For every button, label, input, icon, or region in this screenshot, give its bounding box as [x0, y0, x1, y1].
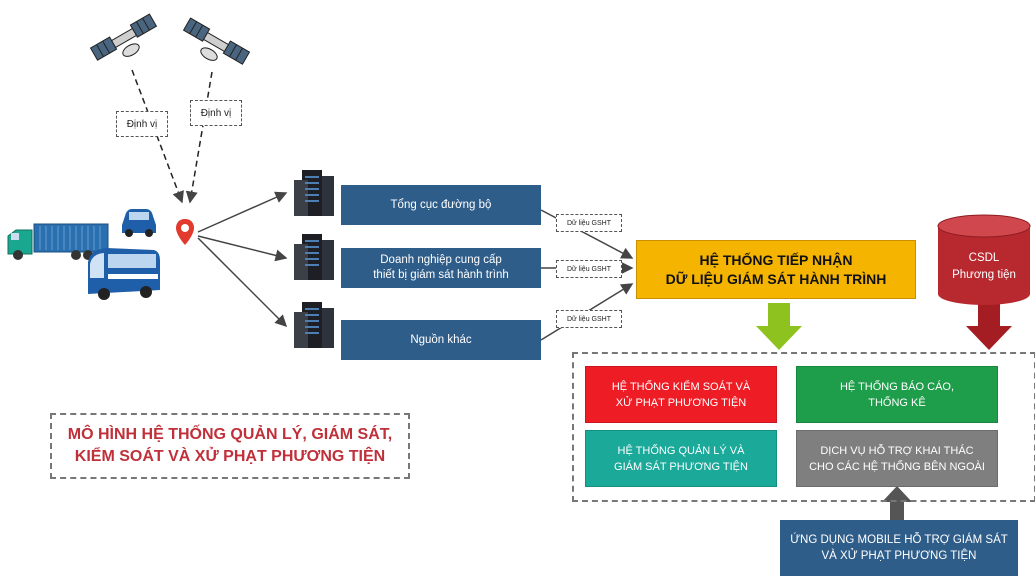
- core-receiving-system: HỆ THỐNG TIẾP NHẬN DỮ LIỆU GIÁM SÁT HÀNH…: [636, 240, 916, 299]
- source-label: Tổng cục đường bộ: [390, 198, 492, 211]
- satellite-icon: [89, 13, 158, 61]
- database-icon: [937, 214, 1031, 305]
- sat-line-2: [185, 71, 213, 204]
- subsystem-label: HỆ THỐNG BÁO CÁO,: [839, 380, 955, 393]
- source-label: Doanh nghiệp cung cấp: [380, 254, 502, 266]
- database-label-line: CSDL: [968, 252, 1000, 264]
- subsystem-label: XỬ PHẠT PHƯƠNG TIỆN: [615, 396, 747, 409]
- grey-up-arrow: [882, 486, 912, 520]
- subsystem-label: DỊCH VỤ HỖ TRỢ KHAI THÁC: [820, 444, 974, 457]
- data-tag: Dữ liệu GSHT: [556, 260, 622, 278]
- title-line: KIỂM SOÁT VÀ XỬ PHẠT PHƯƠNG TIỆN: [74, 448, 386, 465]
- mobile-label: VÀ XỬ PHẠT PHƯƠNG TIỆN: [821, 550, 977, 562]
- bus-icon: [88, 248, 160, 300]
- core-title-line: HỆ THỐNG TIẾP NHẬN: [699, 251, 853, 268]
- source-label: thiết bị giám sát hành trình: [373, 269, 509, 281]
- pin-arrow-1: [197, 191, 288, 233]
- database-label-line: Phương tiện: [952, 269, 1016, 281]
- subsystem-label: CHO CÁC HỆ THỐNG BÊN NGOÀI: [809, 460, 985, 473]
- red-down-arrow: [966, 303, 1012, 350]
- server-icon: [294, 302, 334, 348]
- pin-arrow-2: [197, 235, 288, 262]
- title-line: MÔ HÌNH HỆ THỐNG QUẢN LÝ, GIÁM SÁT,: [67, 426, 393, 443]
- subsystem-label: HỆ THỐNG KIỂM SOÁT VÀ: [611, 380, 751, 393]
- positioning-label: Định vị: [116, 111, 168, 137]
- server-icon: [294, 234, 334, 280]
- core-title-line: DỮ LIỆU GIÁM SÁT HÀNH TRÌNH: [665, 270, 887, 287]
- subsystem-enforcement: HỆ THỐNG KIỂM SOÁT VÀ XỬ PHẠT PHƯƠNG TIỆ…: [585, 366, 777, 423]
- subsystem-reporting: HỆ THỐNG BÁO CÁO, THỐNG KÊ: [796, 366, 998, 423]
- data-tag: Dữ liệu GSHT: [556, 310, 622, 328]
- source-label: Nguồn khác: [410, 333, 472, 346]
- green-down-arrow: [756, 303, 802, 350]
- subsystem-label: GIÁM SÁT PHƯƠNG TIỆN: [614, 460, 748, 473]
- pin-arrow-3: [197, 237, 288, 328]
- mobile-app-box: ỨNG DỤNG MOBILE HỖ TRỢ GIÁM SÁT VÀ XỬ PH…: [780, 520, 1018, 576]
- subsystem-management: HỆ THỐNG QUẢN LÝ VÀ GIÁM SÁT PHƯƠNG TIỆN: [585, 430, 777, 487]
- source-box-device-provider: Doanh nghiệp cung cấp thiết bị giám sát …: [341, 248, 541, 288]
- diagram-title: MÔ HÌNH HỆ THỐNG QUẢN LÝ, GIÁM SÁT, KIỂM…: [50, 413, 410, 479]
- truck-icon: [7, 223, 109, 260]
- subsystem-external-services: DỊCH VỤ HỖ TRỢ KHAI THÁC CHO CÁC HỆ THỐN…: [796, 430, 998, 487]
- subsystem-label: THỐNG KÊ: [868, 396, 926, 409]
- subsystem-label: HỆ THỐNG QUẢN LÝ VÀ: [617, 444, 745, 457]
- server-icon: [294, 170, 334, 216]
- positioning-label: Định vị: [190, 100, 242, 126]
- database-label: CSDL Phương tiện: [936, 250, 1032, 284]
- car-icon: [122, 209, 156, 237]
- data-tag: Dữ liệu GSHT: [556, 214, 622, 232]
- location-pin-icon: [176, 219, 194, 245]
- source-box-other: Nguồn khác: [341, 320, 541, 360]
- source-box-road-admin: Tổng cục đường bộ: [341, 185, 541, 225]
- mobile-label: ỨNG DỤNG MOBILE HỖ TRỢ GIÁM SÁT: [790, 534, 1008, 546]
- satellite-icon: [182, 17, 251, 65]
